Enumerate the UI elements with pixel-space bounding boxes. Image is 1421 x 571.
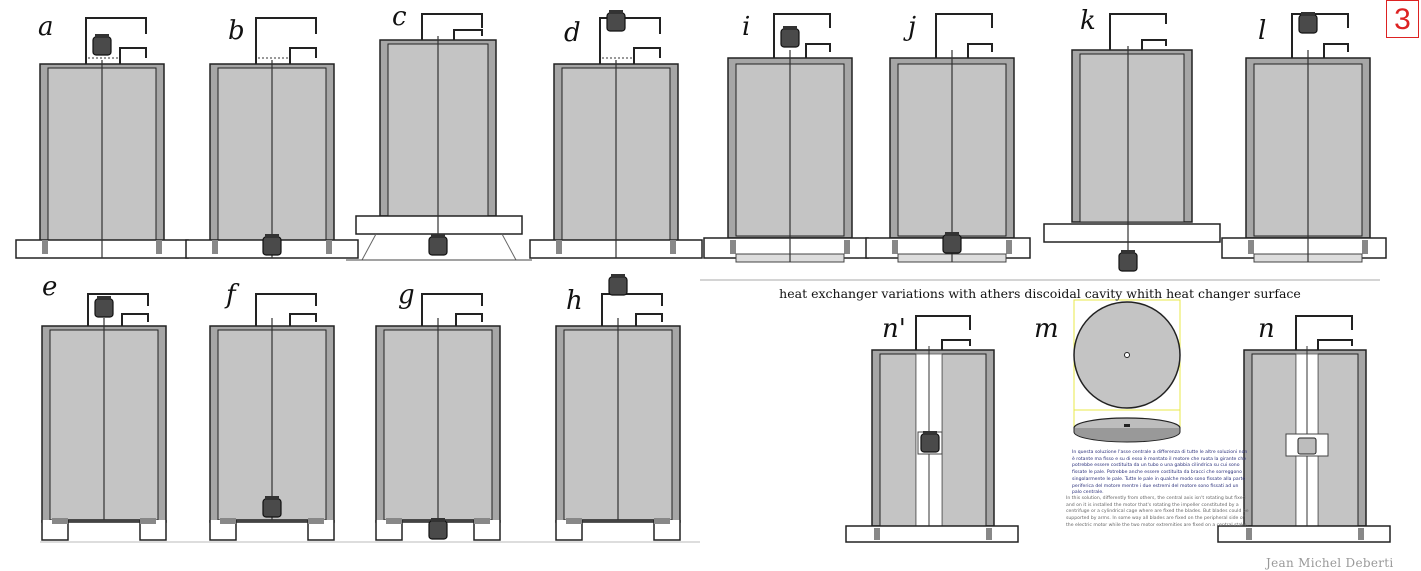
diagram-l [1221,11,1387,263]
diagram-b [185,17,359,259]
label-k: k [1080,6,1096,36]
label-l: l [1258,16,1267,46]
diagram-j [865,13,1031,263]
page-number: 3 [1386,0,1419,38]
label-a: a [38,12,54,42]
label-f: f [226,280,236,310]
note-english: In this solution, differently from other… [1066,496,1249,528]
label-n: n [1258,314,1275,344]
diagram-m [1073,299,1181,443]
diagram-n-prime [845,315,1019,543]
label-d: d [564,18,581,48]
diagram-k [1043,13,1221,272]
label-n-prime: n' [882,314,906,344]
diagram-i [703,13,869,263]
label-e: e [42,272,58,302]
diagram-e [41,293,167,541]
note-italian: In questa soluzione l'asse centrale a di… [1072,450,1248,496]
diagram-n [1217,315,1391,543]
diagram-f [209,293,335,541]
label-j: j [908,12,917,42]
label-c: c [392,2,407,32]
diagram-g [375,293,501,541]
diagram-a [15,17,189,259]
diagram-d [529,9,703,259]
signature: Jean Michel Deberti [1266,556,1394,570]
label-b: b [228,16,245,46]
caption: heat exchanger variations with athers di… [779,286,1301,301]
label-i: i [742,12,751,42]
label-h: h [566,286,583,316]
diagram-c [346,13,532,261]
label-m: m [1034,314,1059,344]
label-g: g [398,280,415,310]
